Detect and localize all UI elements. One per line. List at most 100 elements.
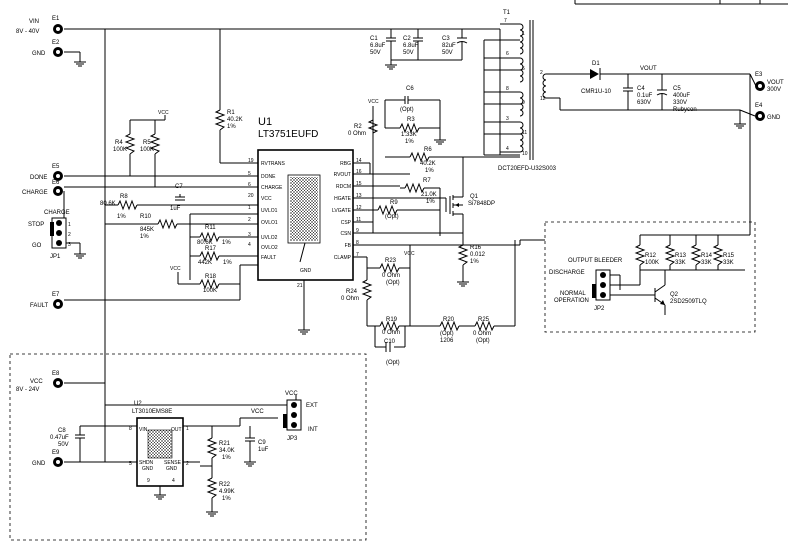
u1-right-network: VCC R2 0 Ohm C6 (Opt) R3 1.33K 1% R6 40.… (341, 86, 545, 366)
r17-tol: 1% (223, 260, 232, 266)
ground-icon (74, 253, 86, 259)
u2-pin-gnd-b: GND (166, 466, 178, 472)
gnd-in-label: GND (32, 51, 46, 57)
jumper-jp1[interactable]: CHARGE STOP GO JP1 123 (28, 191, 86, 260)
vout-net-label: VOUT (640, 66, 657, 72)
u1-pin-number: 13 (356, 193, 362, 199)
c7-value: 1uF (170, 206, 181, 212)
u1-pin-number: 9 (356, 228, 359, 234)
ic-u1: U1 LT3751EUFD RVTRANS19DONE5CHARGE6VCC20… (248, 116, 362, 335)
t1-pin-number: 1 (522, 31, 525, 37)
jp3-ref: JP3 (287, 436, 298, 442)
r25-value: 0 Ohm (473, 331, 491, 337)
r3-tol: 1% (405, 139, 414, 145)
u1-pin-label: CHARGE (261, 185, 283, 191)
r11-value: 80.6K (197, 240, 213, 246)
r1-tol: 1% (227, 124, 236, 130)
u1-pin-label: RVTRANS (261, 161, 285, 167)
t1-pin-number: 5 (522, 66, 525, 72)
jumper-jp2[interactable]: JP2 (592, 269, 611, 312)
c1-rating: 50V (370, 50, 381, 56)
u1-pin-number: 14 (356, 158, 362, 164)
r25-note: (Opt) (476, 338, 490, 344)
d1-part: CMR1U-10 (581, 89, 612, 95)
u2-pin-sense: SENSE (164, 460, 182, 466)
c5-ref: C5 (673, 86, 681, 92)
t1-pin-number: 12 (540, 96, 546, 102)
u1-pin-label: VCC (261, 196, 272, 202)
connector-e1-vin[interactable]: E1 VIN 8V - 40V (16, 16, 63, 35)
bleeder-resistor-value: 33K (701, 260, 712, 266)
charge-label: CHARGE (22, 190, 48, 196)
u2-pin-8: 8 (129, 426, 132, 432)
r3-value: 1.33K (401, 132, 417, 138)
connector-e7-fault[interactable]: E7 FAULT (30, 292, 63, 309)
ground-icon (154, 494, 166, 500)
connector-e4-gnd[interactable]: E4 GND (739, 103, 781, 121)
c2-rating: 50V (403, 50, 414, 56)
vcc-label: VCC (30, 379, 43, 385)
c5-value: 400uF (673, 93, 690, 99)
resistor-icon (664, 244, 676, 266)
t1-pin-number: 6 (506, 51, 509, 57)
r16-ref: R16 (470, 245, 482, 251)
connector-e5-done[interactable]: E5 DONE (30, 164, 63, 181)
c3-rating: 50V (442, 50, 453, 56)
r6-ref: R6 (424, 147, 432, 153)
r10-value: 845K (140, 227, 154, 233)
u1-pin-21: 21 (297, 283, 303, 289)
u1-pin-number: 5 (248, 171, 251, 177)
c3-value: 82uF (442, 43, 456, 49)
r4-ref: R4 (115, 140, 123, 146)
u1-pin-number: 16 (356, 169, 362, 175)
e7-ref: E7 (52, 292, 60, 298)
u1-pin-number: 6 (248, 182, 251, 188)
bleeder-resistor-ref: R13 (675, 253, 687, 259)
vcc-flag: VCC (170, 266, 181, 272)
c1-value: 6.8uF (370, 43, 386, 49)
connector-e3-vout[interactable]: E3 VOUT 300V (749, 72, 784, 93)
jp1-stop: STOP (28, 222, 44, 228)
jp2-normal: NORMAL (560, 291, 586, 297)
u1-pin-number: 2 (248, 217, 251, 223)
r23-ref: R23 (385, 258, 397, 264)
connector-e9-gnd[interactable]: E9 GND (32, 450, 63, 467)
r20-value: (Opt) (440, 331, 454, 337)
c4-ref: C4 (637, 86, 645, 92)
u1-pin-number: 4 (248, 242, 251, 248)
title-block-fragment (574, 0, 788, 5)
npn-transistor-icon (654, 270, 666, 315)
u1-ref: U1 (258, 116, 272, 128)
r5-value: 100K (140, 147, 154, 153)
e6-ref: E6 (52, 180, 60, 186)
r1-ref: R1 (227, 110, 235, 116)
r19-ref: R19 (386, 317, 398, 323)
r24-ref: R24 (346, 289, 358, 295)
t1-pin-number: 9 (522, 100, 525, 106)
c4-rating: 630V (637, 100, 651, 106)
u2-pin-9: 9 (147, 478, 150, 484)
connector-e6-charge[interactable]: E6 CHARGE (22, 180, 63, 196)
r25-ref: R25 (478, 317, 490, 323)
u1-pin-number: 15 (356, 181, 362, 187)
q1-ref: Q1 (470, 194, 479, 200)
mosfet-q1: Q1 Si7848DP R16 0.012 1% (445, 190, 495, 287)
e4-ref: E4 (755, 103, 763, 109)
vin-range: 8V - 40V (16, 29, 39, 35)
jp1-go: GO (32, 243, 42, 249)
connector-e8-vcc[interactable]: E8 VCC 8V - 24V (16, 371, 63, 393)
vcc-range: 8V - 24V (16, 387, 39, 393)
aux-box (9, 353, 367, 541)
r21-ref: R21 (219, 441, 231, 447)
r1-value: 40.2K (227, 117, 243, 123)
c10-ref: C10 (384, 339, 396, 345)
jp2-ref: JP2 (594, 306, 605, 312)
connector-e2-gnd[interactable]: E2 GND (32, 40, 86, 67)
r8-ref: R8 (120, 194, 128, 200)
jumper-jp3[interactable]: JP3 (283, 399, 302, 442)
diode-icon (590, 68, 601, 80)
vin-label: VIN (29, 19, 39, 25)
e8-ref: E8 (52, 371, 60, 377)
